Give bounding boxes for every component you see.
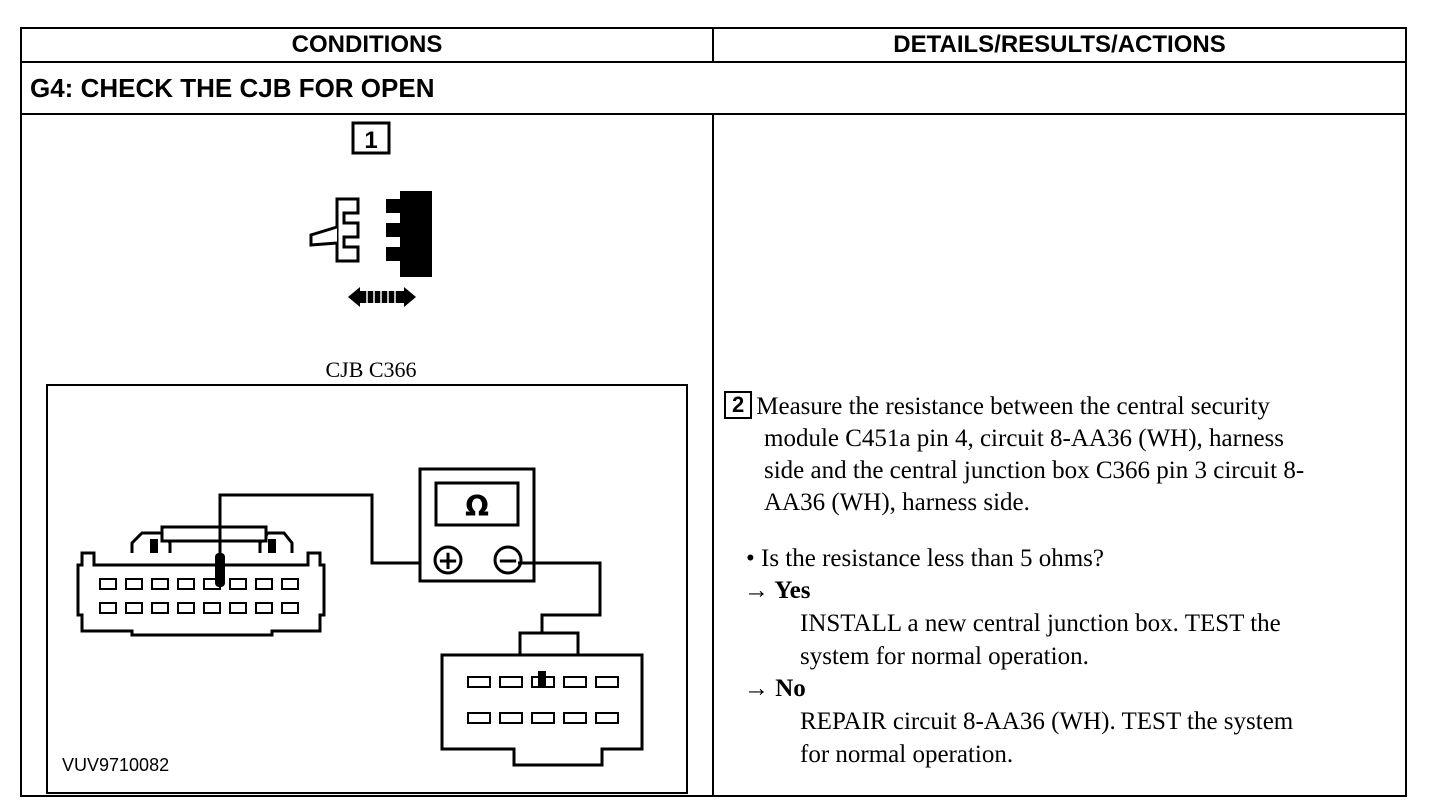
- instruction-line-2: module C451a pin 4, circuit 8-AA36 (WH),…: [764, 425, 1285, 452]
- cjb-c366-connector: [76, 525, 326, 637]
- yes-action-line-1: INSTALL a new central junction box. TEST…: [800, 610, 1281, 637]
- instruction-line-3: side and the central junction box C366 p…: [764, 457, 1305, 484]
- instruction-line-4: AA36 (WH), harness side.: [764, 489, 1030, 516]
- test-diagram: 1: [46, 121, 688, 794]
- yes-label: → Yes: [744, 577, 811, 604]
- positive-terminal-symbol: +: [437, 546, 459, 576]
- figure-frame: [46, 384, 688, 794]
- conditions-cell: 1: [22, 115, 714, 795]
- step1-marker: 1: [351, 121, 391, 155]
- details-header: DETAILS/RESULTS/ACTIONS: [893, 31, 1226, 58]
- step2-number: 2: [724, 391, 753, 419]
- no-action-line-2: for normal operation.: [800, 741, 1014, 768]
- conditions-header: CONDITIONS: [22, 29, 714, 61]
- positive-terminal: [433, 545, 463, 575]
- step-title: G4: CHECK THE CJB FOR OPEN: [30, 73, 435, 103]
- procedure-table: CONDITIONS DETAILS/RESULTS/ACTIONS G4: C…: [20, 27, 1407, 797]
- step-title-row: G4: CHECK THE CJB FOR OPEN: [22, 63, 1405, 115]
- c451a-connector: [440, 631, 644, 767]
- probe-tip-left: [215, 553, 225, 587]
- no-action-line-1: REPAIR circuit 8-AA36 (WH). TEST the sys…: [800, 708, 1294, 735]
- probe-wire-positive: [218, 493, 442, 585]
- ohmmeter: Ω + −: [418, 467, 536, 583]
- no-label: → No: [744, 675, 806, 702]
- yes-action-line-2: system for normal operation.: [800, 643, 1089, 670]
- question-text: • Is the resistance less than 5 ohms?: [746, 545, 1104, 572]
- table-header-row: CONDITIONS DETAILS/RESULTS/ACTIONS: [22, 29, 1405, 63]
- disconnect-connector-icon: [309, 191, 432, 277]
- double-arrow-icon: [348, 287, 416, 307]
- ohm-symbol: Ω: [465, 490, 489, 523]
- negative-terminal: [493, 545, 523, 575]
- connector-label: CJB C366: [325, 357, 416, 382]
- step-body-row: 1: [22, 115, 1405, 795]
- negative-terminal-symbol: −: [497, 546, 519, 576]
- step1-number: 1: [364, 127, 377, 154]
- figure-code: VUV9710082: [62, 755, 169, 775]
